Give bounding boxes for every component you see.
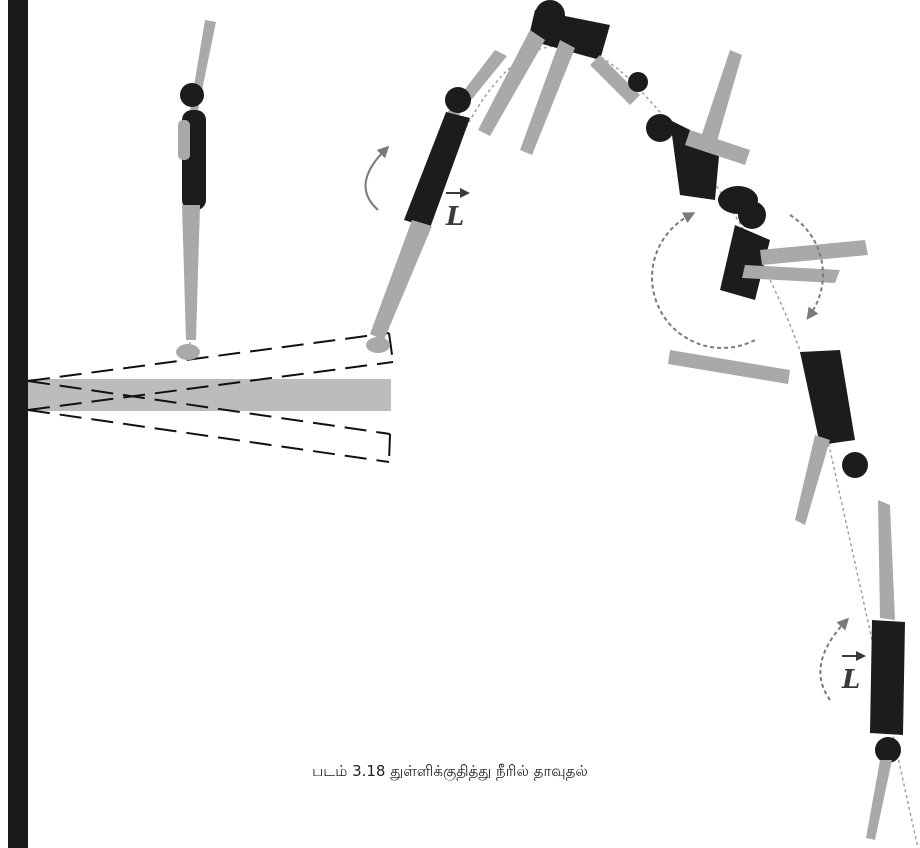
diver-tuck-2 bbox=[720, 201, 868, 300]
rotation-arrow-takeoff bbox=[366, 150, 385, 210]
figure-caption: படம் 3.18 துள்ளிக்குதித்து நீரில் தாவுதல… bbox=[0, 762, 920, 782]
angular-momentum-label-2: L bbox=[841, 656, 864, 695]
wall bbox=[8, 0, 28, 848]
trajectory-line bbox=[190, 46, 918, 848]
caption-text: படம் 3.18 துள்ளிக்குதித்து நீரில் தாவுதல… bbox=[312, 762, 588, 780]
diver-pike-top bbox=[478, 0, 648, 155]
diving-board bbox=[28, 379, 391, 411]
diver-opening bbox=[668, 350, 868, 525]
diver-standing bbox=[176, 20, 216, 360]
svg-text:L: L bbox=[445, 202, 464, 232]
diver-tuck-1 bbox=[646, 50, 758, 214]
diver-entry bbox=[866, 500, 905, 840]
rotation-arrow-tuck-right bbox=[790, 215, 823, 315]
svg-text:L: L bbox=[841, 665, 860, 695]
angular-momentum-label-1: L bbox=[445, 193, 468, 232]
